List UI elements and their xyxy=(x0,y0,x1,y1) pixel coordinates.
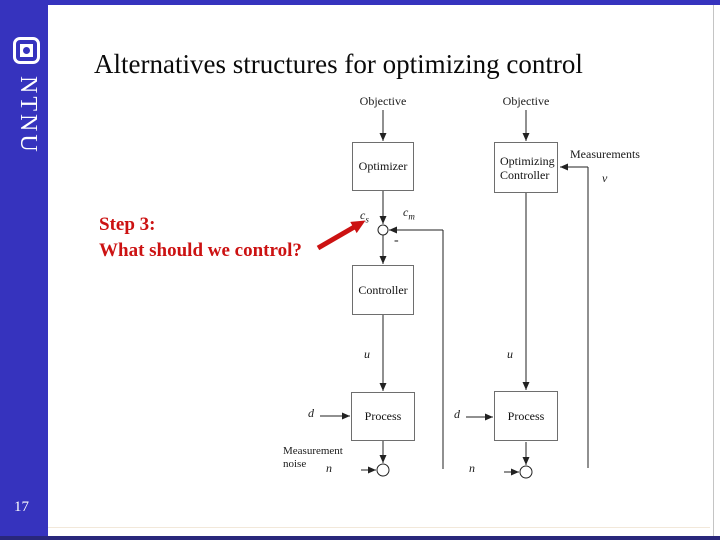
left-objective-label: Objective xyxy=(359,94,407,108)
right-objective-label: Objective xyxy=(502,94,550,108)
minus-sign: - xyxy=(394,233,399,248)
red-annotation-arrow xyxy=(316,220,366,251)
sidebar xyxy=(0,0,48,540)
ntnu-logo-inner-square xyxy=(20,44,33,57)
step-annotation-line2: What should we control? xyxy=(99,240,302,261)
left-noise-junction xyxy=(376,463,390,477)
right-disturbance-label: d xyxy=(454,407,460,421)
measurements-label: Measurements xyxy=(570,147,640,161)
optimizing-controller-box: Optimizing Controller xyxy=(494,142,558,193)
left-input-u-label: u xyxy=(364,347,370,361)
ntnu-logo-icon xyxy=(13,37,40,64)
top-border-strip xyxy=(48,0,720,5)
right-border-line xyxy=(713,5,714,536)
right-input-u-label: u xyxy=(507,347,513,361)
slide-title: Alternatives structures for optimizing c… xyxy=(94,49,583,79)
bottom-border-strip xyxy=(0,536,720,540)
ntnu-logo-dot xyxy=(23,47,30,54)
step-annotation: Step 3: What should we control? xyxy=(99,212,302,264)
optimizer-box: Optimizer xyxy=(352,142,414,191)
left-summing-junction xyxy=(377,224,389,236)
right-noise-junction xyxy=(519,465,533,479)
footer-divider-line xyxy=(48,527,710,528)
ntnu-logo-text: NTNU xyxy=(15,76,41,155)
measured-signal-label: cm xyxy=(403,205,415,222)
right-noise-label: n xyxy=(469,461,475,475)
process-box-left: Process xyxy=(351,392,415,441)
process-box-right: Process xyxy=(494,391,558,441)
left-noise-label: n xyxy=(326,461,332,475)
controller-box: Controller xyxy=(352,265,414,315)
setpoint-label: cs xyxy=(360,208,369,225)
measurement-noise-caption: Measurement noise xyxy=(283,445,343,470)
feedback-v-label: v xyxy=(602,171,608,185)
left-disturbance-label: d xyxy=(308,406,314,420)
page-number: 17 xyxy=(14,499,29,515)
step-annotation-line1: Step 3: xyxy=(99,214,156,235)
